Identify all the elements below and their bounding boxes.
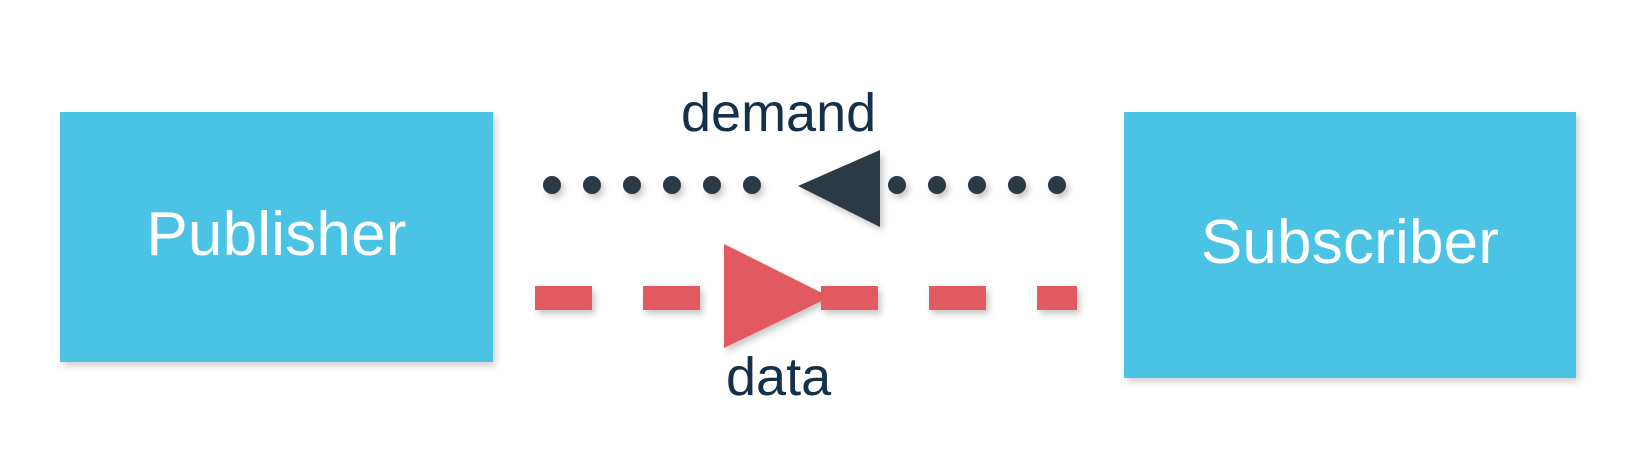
- demand-edge[interactable]: [543, 150, 1066, 227]
- data-edge-dashes-left: [535, 286, 700, 310]
- demand-edge-label: demand: [681, 83, 877, 143]
- publisher-node-label: Publisher: [146, 200, 407, 269]
- publisher-node[interactable]: Publisher: [60, 112, 493, 362]
- data-edge-dashes-right: [821, 286, 1077, 310]
- data-edge[interactable]: [535, 244, 1077, 348]
- subscriber-node[interactable]: Subscriber: [1124, 112, 1576, 378]
- demand-edge-dots-left: [543, 176, 761, 194]
- demand-edge-dots-right: [888, 176, 1066, 194]
- demand-arrowhead: [798, 150, 880, 227]
- data-edge-label: data: [726, 347, 832, 407]
- subscriber-node-label: Subscriber: [1200, 208, 1500, 277]
- data-arrowhead: [724, 244, 830, 348]
